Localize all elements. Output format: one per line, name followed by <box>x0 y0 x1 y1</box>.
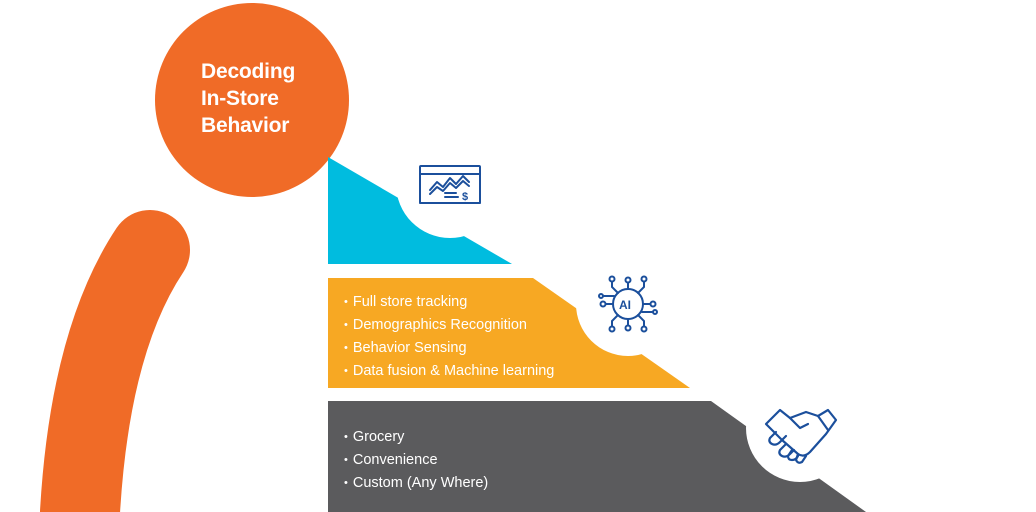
svg-text:AI: AI <box>619 298 631 312</box>
list-item: Data fusion & Machine learning <box>344 360 555 383</box>
handshake-icon <box>764 408 838 464</box>
title-circle <box>155 3 349 197</box>
middle-tier-list: Full store tracking Demographics Recogni… <box>344 291 555 383</box>
analytics-dollar-icon: $ <box>419 165 481 204</box>
diagram-title: Decoding In-Store Behavior <box>201 58 351 139</box>
svg-text:$: $ <box>462 191 468 203</box>
title-line-2: In-Store <box>201 87 279 110</box>
list-item: Convenience <box>344 449 488 472</box>
list-item: Custom (Any Where) <box>344 472 488 495</box>
orange-arc <box>40 210 190 512</box>
bottom-tier-list: Grocery Convenience Custom (Any Where) <box>344 426 488 495</box>
list-item: Demographics Recognition <box>344 314 554 337</box>
list-item: Full store tracking <box>344 291 554 314</box>
title-line-3: Behavior <box>201 114 290 137</box>
notch-middle <box>576 252 680 356</box>
ai-chip-icon: AI <box>598 275 658 333</box>
list-item: Grocery <box>344 426 488 449</box>
title-line-1: Decoding <box>201 60 296 83</box>
list-item: Behavior Sensing <box>344 337 554 360</box>
